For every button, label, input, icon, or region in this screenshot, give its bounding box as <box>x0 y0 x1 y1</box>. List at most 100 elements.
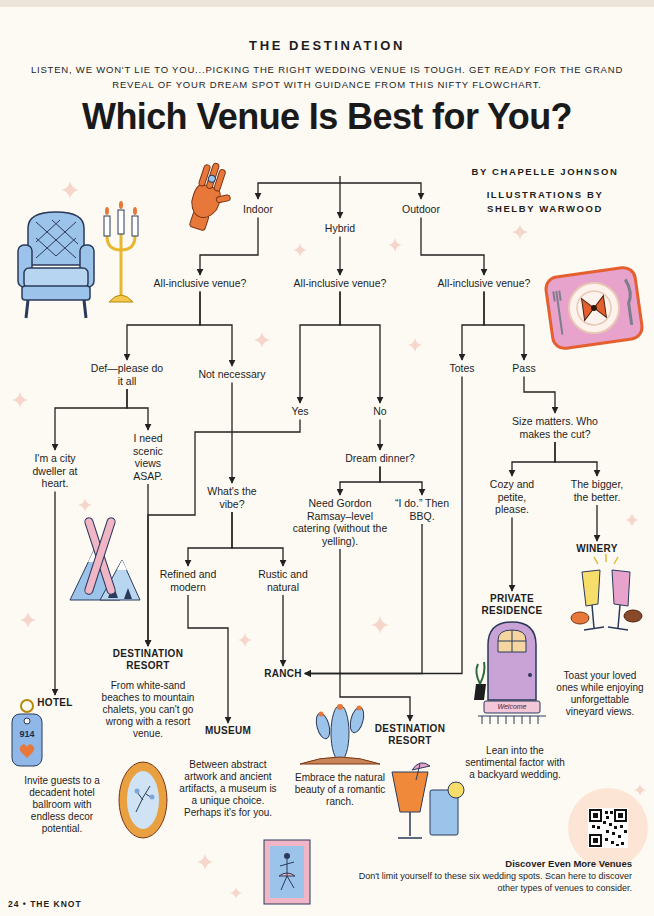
armchair <box>22 286 90 300</box>
step-text: All-inclusive venue? <box>140 277 260 290</box>
flow-step: Size matters. Who makes the cut? <box>505 415 605 440</box>
placemat <box>553 291 565 335</box>
qr-code <box>593 813 598 818</box>
venue-result: HOTELInvite guests to a decadent hotel b… <box>15 697 110 835</box>
flow-step: All-inclusive venue? <box>424 277 544 290</box>
sparkle <box>634 784 646 796</box>
placemat <box>544 266 643 350</box>
footer-note: Don't limit yourself to these six weddin… <box>342 871 632 894</box>
step-text: Rustic and natural <box>254 568 312 593</box>
flow-connector <box>200 218 258 276</box>
dancer-frame <box>279 859 295 890</box>
flow-connector <box>380 467 422 496</box>
step-text: Def—please do it all <box>87 362 167 387</box>
qr-code <box>590 810 601 821</box>
flow-connector <box>555 442 597 476</box>
cactus <box>300 757 380 764</box>
sparkle <box>20 612 36 628</box>
flow-connector <box>55 389 127 450</box>
key-tag <box>12 700 42 766</box>
footer-heading: Discover Even More Venues <box>342 858 632 870</box>
sparkle <box>78 498 92 512</box>
armchair <box>28 212 84 265</box>
venue-description: From white-sand beaches to mountain chal… <box>93 680 203 740</box>
flow-connector <box>232 512 283 566</box>
front-door <box>478 716 546 724</box>
qr-code <box>588 808 628 848</box>
placemat <box>582 296 607 321</box>
flow-step: I'm a city dweller at heart. <box>20 452 90 490</box>
step-text: Outdoor <box>391 203 451 216</box>
front-door <box>474 684 486 700</box>
armchair <box>36 220 78 258</box>
flow-connector <box>147 484 148 646</box>
flow-connector <box>524 377 555 414</box>
flow-connector <box>148 420 300 647</box>
flow-connector <box>511 518 512 592</box>
flow-step: Totes <box>437 362 487 375</box>
flow-step: I need scenic views ASAP. <box>120 432 176 482</box>
ski-scene <box>70 517 140 600</box>
front-door <box>488 622 536 700</box>
placemat <box>591 305 598 312</box>
venue-description: Toast your loved ones while enjoying unf… <box>554 670 646 718</box>
flow-connector <box>340 549 410 721</box>
ski-scene <box>84 517 116 596</box>
venue-result: DESTINATION RESORT From white-sand beache… <box>93 648 203 740</box>
placemat <box>625 279 634 325</box>
step-text: Refined and modern <box>157 568 219 593</box>
flow-step: All-inclusive venue? <box>280 277 400 290</box>
champagne-glasses <box>612 570 630 606</box>
cocktails <box>392 763 464 838</box>
flow-connector <box>188 595 228 723</box>
placemat <box>575 289 613 327</box>
flow-connector <box>340 292 380 404</box>
step-text: “I do.” Then BBQ. <box>394 497 450 522</box>
cocktails <box>392 772 428 812</box>
page-title: Which Venue Is Best for You? <box>7 96 647 138</box>
venue-result: DESTINATION RESORT <box>365 723 455 747</box>
front-door <box>474 622 546 724</box>
mat-text: Welcome <box>484 702 540 712</box>
venue-name: MUSEUM <box>193 725 263 737</box>
sparkle <box>61 181 79 199</box>
flow-connector <box>596 505 597 541</box>
start-bracket <box>258 176 421 218</box>
mirror <box>119 762 167 838</box>
candelabra <box>104 216 110 236</box>
flow-connector <box>127 292 200 361</box>
sparkle <box>12 392 28 408</box>
qr-code <box>593 838 598 843</box>
sparkle <box>625 513 639 527</box>
sparkle <box>254 332 270 348</box>
candelabra <box>132 216 138 236</box>
flow-step: Rustic and natural <box>254 568 312 593</box>
flow-step: Hybrid <box>310 222 370 235</box>
mirror <box>119 762 167 838</box>
champagne-glasses <box>582 570 600 606</box>
step-text: Not necessary <box>187 368 277 381</box>
dancer-frame <box>270 846 304 898</box>
armchair <box>26 300 86 318</box>
dancer-frame <box>264 840 310 904</box>
placemat <box>544 266 643 350</box>
sparkle <box>197 854 213 870</box>
step-text: Totes <box>437 362 487 375</box>
cactus <box>348 706 366 734</box>
key-tag <box>12 714 42 766</box>
flow-connector <box>340 467 380 496</box>
step-text: All-inclusive venue? <box>424 277 544 290</box>
front-door <box>528 673 532 677</box>
venue-description: Lean into the sentimental factor with a … <box>465 745 565 781</box>
step-text: Cozy and petite, please. <box>481 478 543 516</box>
candelabra <box>133 207 137 215</box>
venue-name: DESTINATION RESORT <box>103 648 193 672</box>
step-text: Hybrid <box>310 222 370 235</box>
cactus <box>331 705 349 761</box>
flow-step: The bigger, the better. <box>562 478 632 503</box>
ski-scene <box>84 517 116 596</box>
venue-description: Invite guests to a decadent hotel ballro… <box>15 775 110 835</box>
top-band <box>0 0 654 7</box>
venue-result: PRIVATE RESIDENCELean into the sentiment… <box>465 593 565 781</box>
flow-connector <box>462 292 484 361</box>
